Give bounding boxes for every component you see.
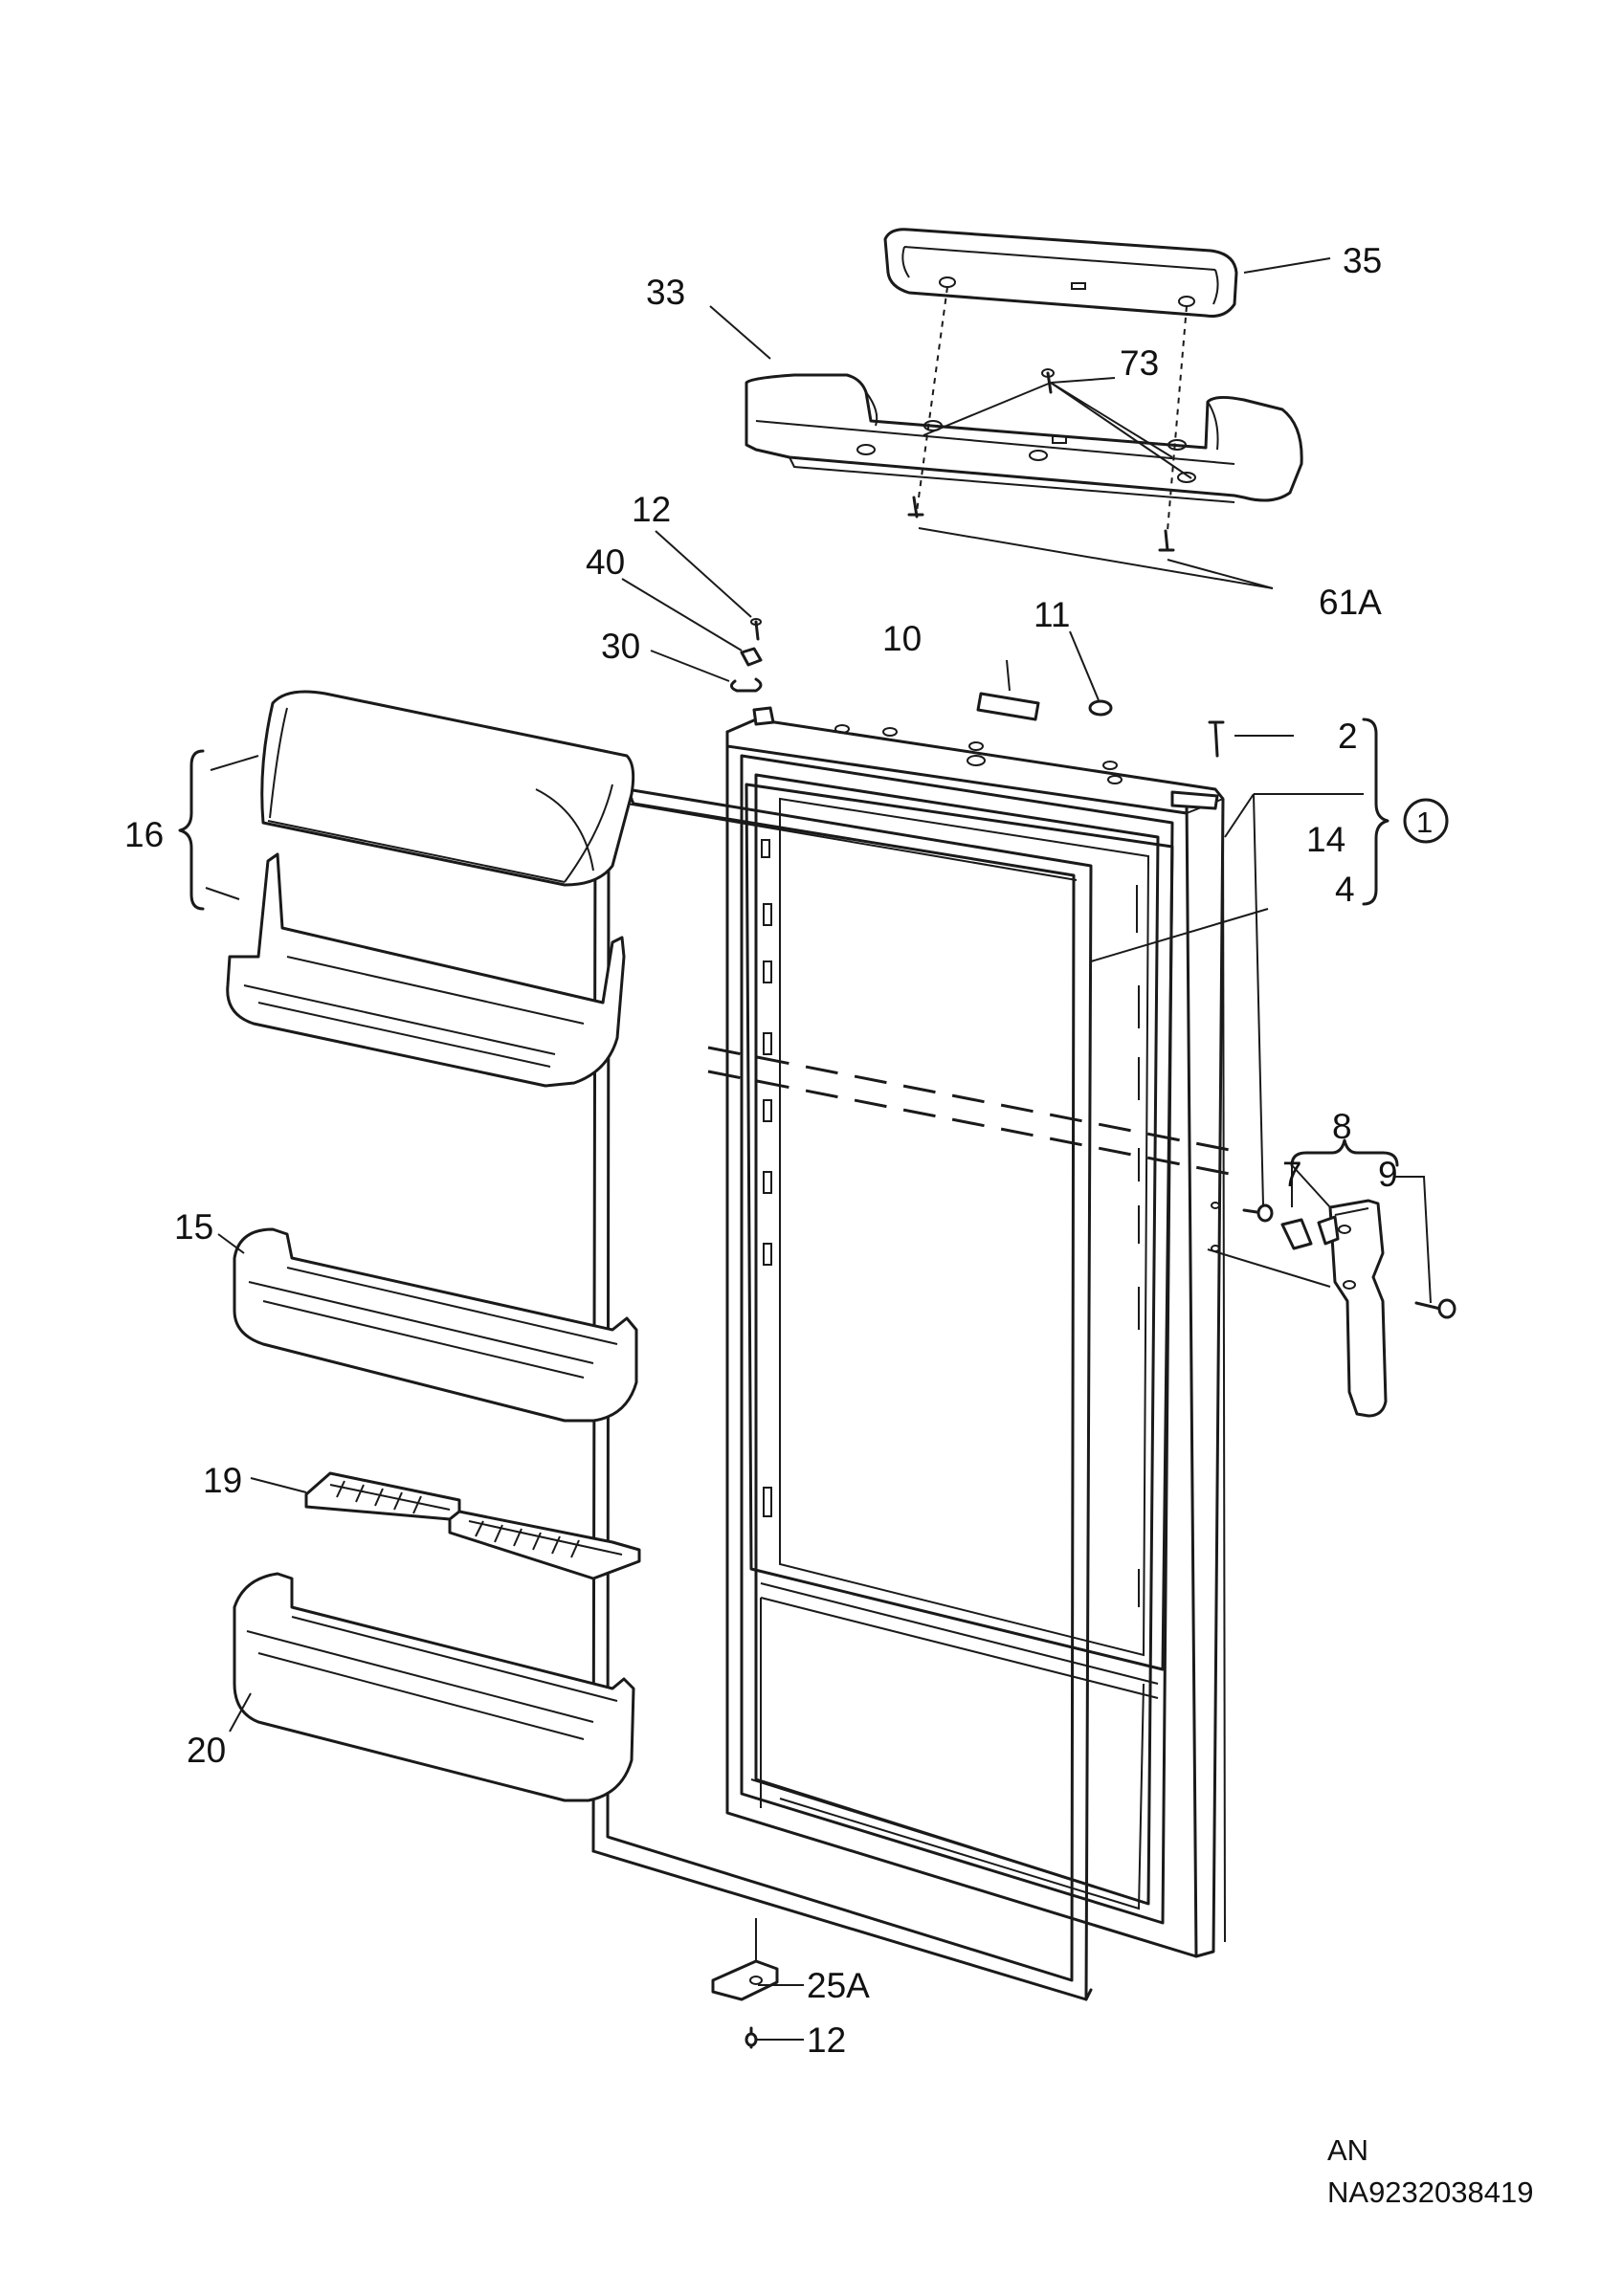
label-7: 7: [1282, 1155, 1302, 1194]
plug-11: [1088, 699, 1113, 717]
label-1: 1: [1416, 806, 1433, 839]
screw-9: [1414, 1298, 1456, 1319]
hinge-25a: [711, 1918, 779, 2001]
brace-8: [1290, 1138, 1399, 1167]
label-73: 73: [1120, 343, 1159, 383]
callout-labels: 33 35 73 61A 12 40 30 10 11 2 14 4 1 16 …: [124, 241, 1433, 2060]
door-shelf-15: [233, 1227, 638, 1423]
label-61a: 61A: [1319, 583, 1382, 622]
brace-1: [1362, 718, 1390, 906]
dairy-shelf-16: [226, 690, 635, 1088]
label-14: 14: [1306, 820, 1345, 859]
bottle-shelf-20: [233, 1572, 635, 1802]
handle-35: [883, 228, 1238, 318]
section-line-upper: [707, 1046, 1245, 1155]
cover-10: [976, 692, 1040, 721]
footer-line2: NA9232038419: [1327, 2175, 1533, 2209]
part-40: [740, 647, 763, 667]
brace-16: [178, 749, 205, 911]
label-20: 20: [187, 1731, 226, 1770]
section-line-lower: [707, 1070, 1245, 1179]
label-11: 11: [1034, 595, 1070, 634]
footer-line1: AN: [1327, 2133, 1368, 2167]
label-25a: 25A: [807, 1966, 870, 2005]
label-19: 19: [203, 1461, 242, 1500]
label-12-bottom: 12: [807, 2020, 846, 2060]
assembly-line-right: [1167, 305, 1188, 532]
door-handle-8: [1207, 1199, 1388, 1418]
screws-61a: [907, 496, 1175, 552]
label-30: 30: [601, 627, 640, 666]
screw-12-bottom: [745, 2026, 758, 2049]
screw-12-top: [750, 618, 762, 641]
label-2: 2: [1338, 717, 1358, 756]
screw-73: [1041, 368, 1055, 394]
assembly-line-left: [916, 286, 948, 513]
label-8: 8: [1332, 1107, 1352, 1146]
screw-14: [1211, 1202, 1274, 1252]
label-10: 10: [882, 619, 922, 658]
label-33: 33: [646, 273, 685, 312]
diagram-code: AN NA9232038419: [1327, 2133, 1533, 2209]
bottle-grille-19: [304, 1471, 641, 1580]
label-15: 15: [174, 1207, 213, 1247]
part-30: [730, 677, 763, 693]
label-40: 40: [586, 542, 625, 582]
door-assembly-1: [725, 706, 1226, 1958]
label-12-top: 12: [632, 490, 671, 529]
assembly-circle-1: [1403, 798, 1449, 844]
label-4: 4: [1335, 870, 1355, 909]
top-trim-33: [745, 373, 1303, 503]
label-9: 9: [1378, 1155, 1398, 1194]
pin-2: [1208, 720, 1225, 758]
label-16: 16: [124, 815, 164, 854]
label-35: 35: [1343, 241, 1382, 280]
leader-lines: [205, 257, 1432, 2041]
